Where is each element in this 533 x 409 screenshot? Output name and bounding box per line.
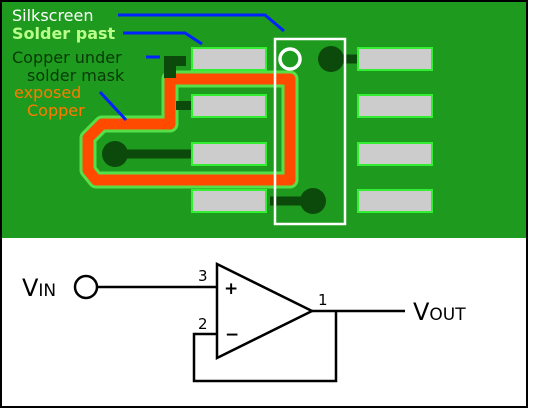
opamp-schematic [73,261,405,383]
wire-feedback [192,311,338,383]
pads [191,47,433,213]
pcb-layout: Silkscreen Solder past Copper under sold… [2,2,526,238]
pad-1 [191,47,267,71]
label-vout: VOUT [413,298,466,326]
pad-2 [191,94,267,118]
callout-silkscreen [118,13,285,33]
trace-stub-pin1-down [164,56,176,78]
opamp-triangle [215,261,315,361]
callout-solder-paste [123,31,203,46]
pad-6 [357,142,433,166]
pad-7 [357,94,433,118]
pad-3 [191,142,267,166]
label-plus: + [224,279,238,299]
label-pin1: 1 [318,291,328,309]
silkscreen-pin1-marker [278,47,302,71]
callout-exposed-copper [98,90,128,122]
silkscreen-package-outline [273,37,347,226]
label-copper-under-line1: Copper under [12,48,122,67]
label-silkscreen: Silkscreen [12,6,94,25]
label-exposed-line2: Copper [27,101,85,120]
label-exposed-line1: exposed [14,83,81,102]
label-minus: − [225,325,239,345]
label-copper-under-line2: solder mask [27,66,125,85]
callout-lines [98,13,285,122]
silkscreen-outline [273,37,347,226]
schematic-labels: VIN VOUT 3 2 1 + − [22,267,466,345]
label-vin: VIN [22,274,56,302]
via-top-right [318,46,344,72]
via-left [102,141,128,167]
pcb-labels: Silkscreen Solder past Copper under sold… [12,6,125,120]
trace-stub-pin2 [176,101,192,110]
label-solder-paste: Solder past [12,24,116,43]
pad-5 [357,189,433,213]
label-pin2: 2 [198,315,208,333]
label-pin3: 3 [198,267,208,285]
exposed-copper-trace [82,73,296,186]
pad-8 [357,47,433,71]
via-bottom [300,188,326,214]
pad-4 [191,189,267,213]
